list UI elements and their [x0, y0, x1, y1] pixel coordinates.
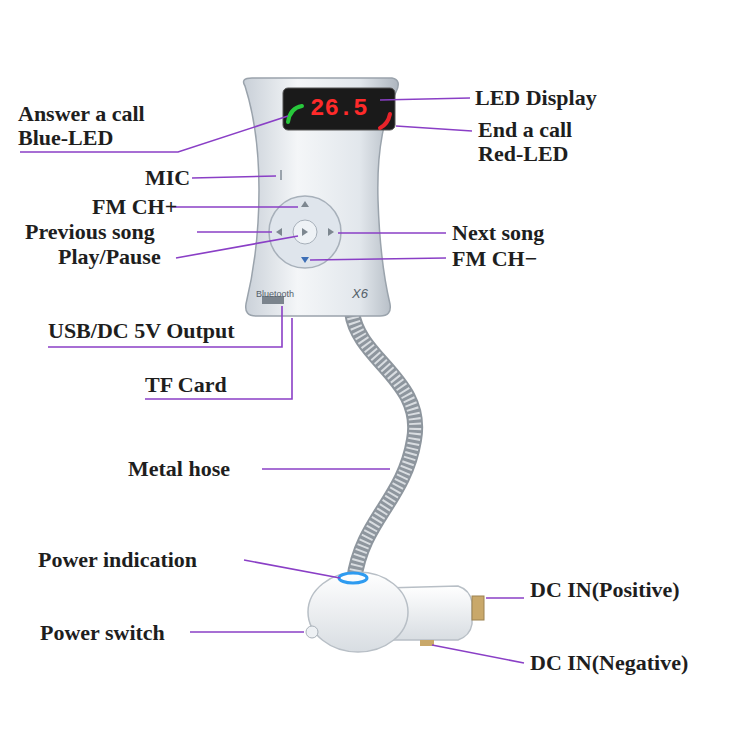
callout-label: DC IN(Negative)	[530, 651, 688, 675]
callout-label: DC IN(Positive)	[530, 578, 680, 602]
callout-label: Previous song	[25, 220, 155, 244]
callout-label: End a call Red-LED	[478, 118, 603, 166]
callout-label: Power switch	[40, 621, 165, 645]
callout-label: FM CH+	[92, 195, 177, 219]
brand-text: Bluetooth	[256, 290, 294, 300]
callout-label: Metal hose	[128, 457, 230, 481]
led-digits: 26.5	[310, 96, 368, 122]
callout-label: MIC	[145, 166, 190, 190]
callout-label: LED Display	[475, 86, 597, 110]
callout-label: Play/Pause	[58, 245, 161, 269]
model-text: X6	[352, 287, 368, 301]
callout-label: Next song	[452, 221, 544, 245]
callout-label: TF Card	[145, 373, 227, 397]
callout-label: Answer a call Blue-LED	[18, 102, 183, 150]
callout-label: USB/DC 5V Output	[48, 319, 235, 343]
callout-label: FM CH−	[452, 247, 537, 271]
callout-label: Power indication	[38, 548, 197, 572]
